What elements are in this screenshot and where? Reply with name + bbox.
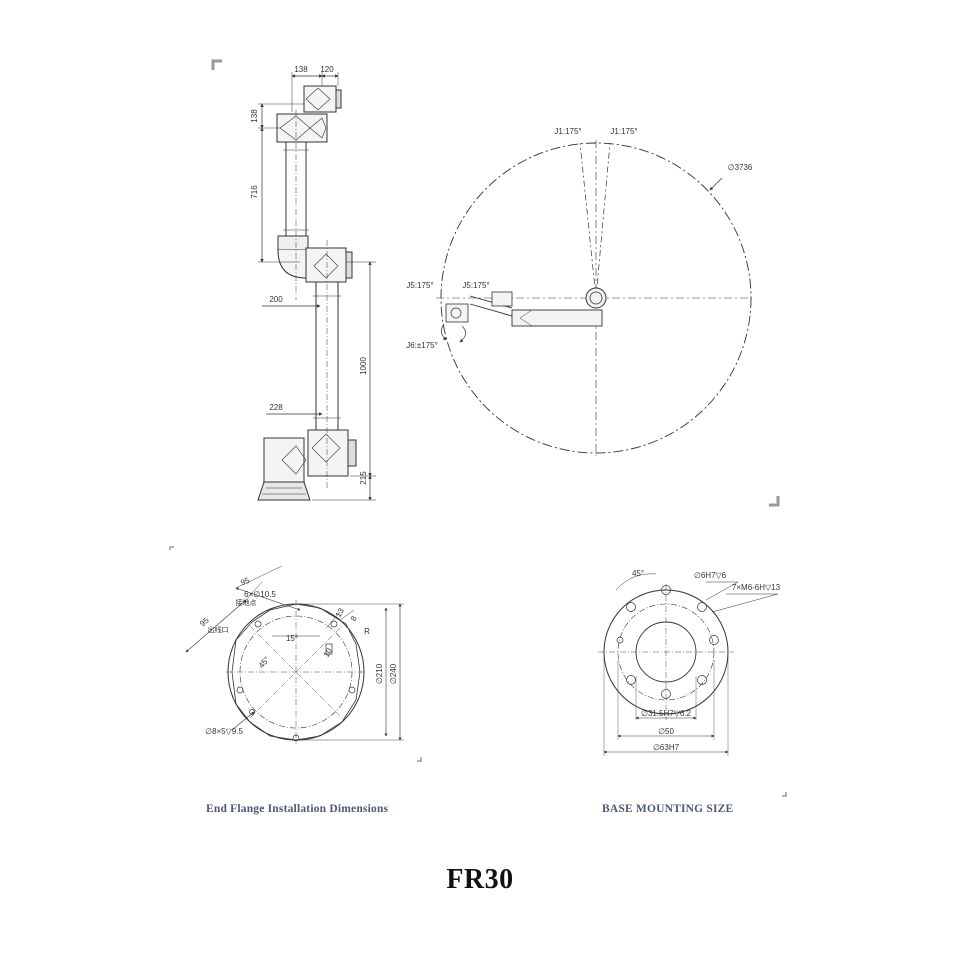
crop-marks xyxy=(169,59,787,797)
side-view-drawing xyxy=(257,85,357,501)
base-mounting-caption: BASE MOUNTING SIZE xyxy=(602,803,734,815)
flange-radius: R xyxy=(364,627,370,636)
end-flange-caption: End Flange Installation Dimensions xyxy=(206,803,389,815)
dim-offset: 200 xyxy=(269,295,283,304)
base-mounting-drawing xyxy=(598,573,779,756)
dim-wrist: 138 xyxy=(250,109,259,123)
label-j6: J6:±175° xyxy=(406,341,438,350)
flange-dim-95-top: 95 xyxy=(239,576,251,588)
flange-dim-8: 8 xyxy=(349,614,359,623)
dim-base-height: 215 xyxy=(359,471,368,485)
flange-ground-point: 接地点 xyxy=(236,598,257,607)
dim-top-a: 138 xyxy=(294,65,308,74)
side-view-labels: 138 120 138 716 200 1000 228 215 xyxy=(250,65,368,485)
model-title: FR30 xyxy=(446,864,514,895)
base-dia-63: ∅63H7 xyxy=(653,743,680,752)
base-dia-50: ∅50 xyxy=(658,727,674,736)
dim-base-offset: 228 xyxy=(269,403,283,412)
workspace-top-view xyxy=(436,140,752,456)
base-dia-31-5: ∅31.5H7▽6.2 xyxy=(641,709,692,718)
flange-dia-210: ∅210 xyxy=(375,663,384,684)
workspace-labels: J1:175° J1:175° ∅3736 J5:175° J5:175° J6… xyxy=(406,127,753,350)
flange-angle-45: 45° xyxy=(257,655,272,670)
base-pin-hole: ∅6H7▽6 xyxy=(694,571,727,580)
base-screw-holes: 7×M6-6H▽13 xyxy=(732,583,781,592)
flange-holes: 6×∅10.5 xyxy=(244,590,276,599)
base-mounting-labels: 45° ∅6H7▽6 7×M6-6H▽13 ∅31.5H7▽6.2 ∅50 ∅6… xyxy=(632,569,781,752)
label-j1-left: J1:175° xyxy=(554,127,581,136)
flange-angle-15: 15° xyxy=(286,634,298,643)
base-angle-45: 45° xyxy=(632,569,644,578)
label-j5-b: J5:175° xyxy=(462,281,489,290)
label-j1-right: J1:175° xyxy=(610,127,637,136)
end-flange-labels: 95 95 6×∅10.5 接地点 出线口 13 8 R 15° 45° 10 … xyxy=(198,576,398,736)
flange-dim-10: 10 xyxy=(322,646,335,659)
label-reach-diameter: ∅3736 xyxy=(728,163,753,172)
side-view-dimensions xyxy=(258,72,376,501)
dim-forearm: 716 xyxy=(250,185,259,199)
dim-top-b: 120 xyxy=(320,65,334,74)
flange-cable-outlet: 出线口 xyxy=(208,625,229,634)
end-flange-drawing xyxy=(185,565,404,744)
label-j5-a: J5:175° xyxy=(406,281,433,290)
flange-dia-240: ∅240 xyxy=(389,663,398,684)
flange-pin-hole: ∅8×5▽9.5 xyxy=(205,727,243,736)
dim-upper-arm: 1000 xyxy=(359,357,368,375)
